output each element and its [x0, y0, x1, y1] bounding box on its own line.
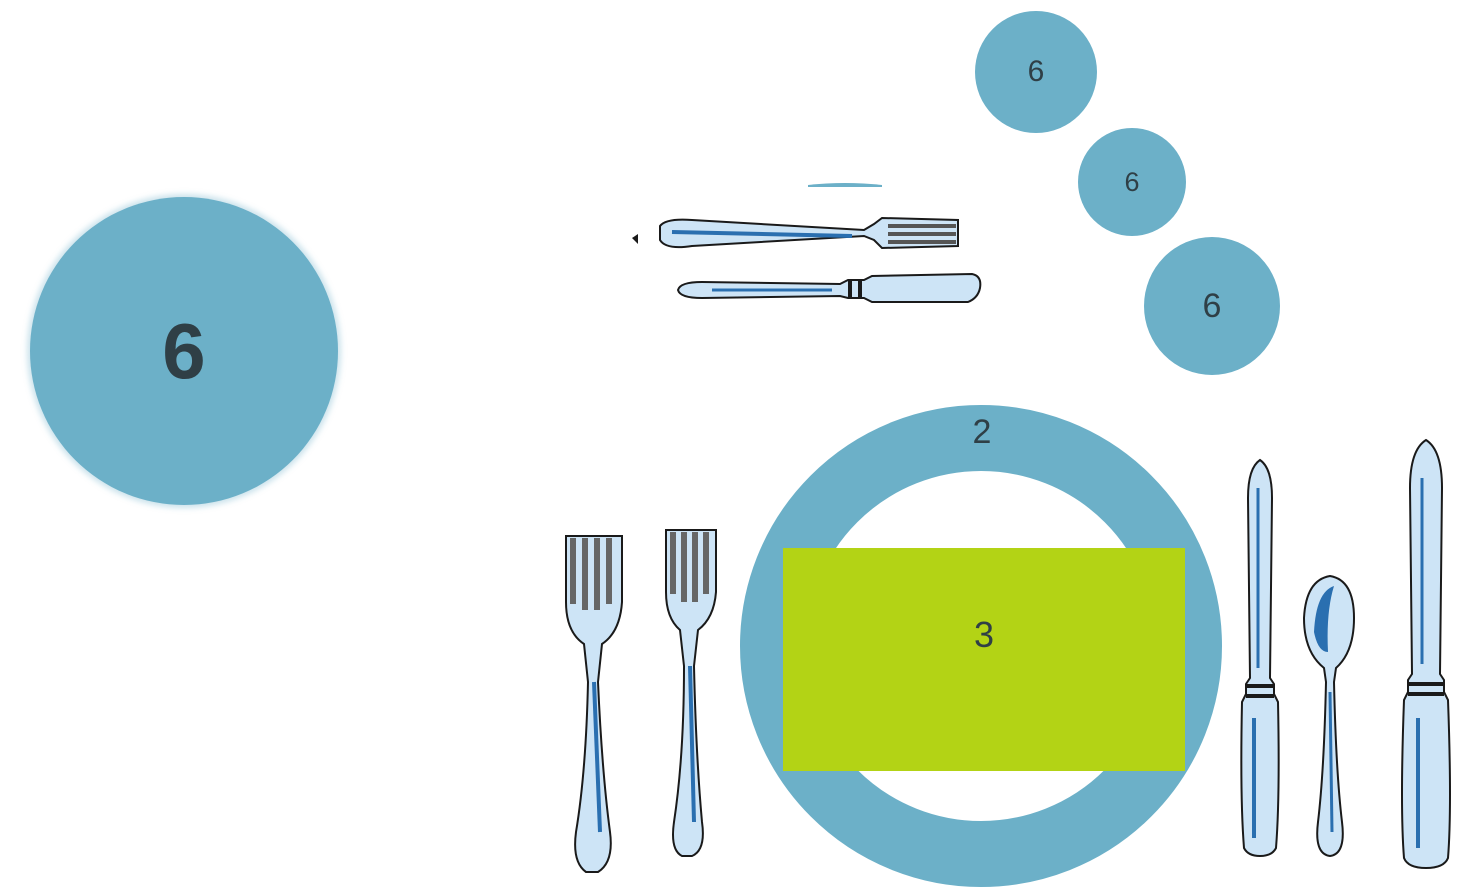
spoon-icon: [1300, 572, 1360, 862]
glass-3: 6: [1144, 237, 1280, 375]
bread-plate: 6: [30, 197, 338, 505]
bread-plate-label: 6: [162, 306, 205, 397]
dinner-knife-icon: [1238, 458, 1282, 860]
dinner-fork-icon: [660, 526, 722, 861]
dessert-knife-icon: [672, 268, 986, 308]
salad-fork-icon: [558, 532, 630, 877]
dinner-plate-label: 2: [962, 413, 1002, 452]
glass-2-label: 6: [1124, 167, 1139, 198]
dessert-fork-icon: [632, 210, 962, 256]
napkin-label: 3: [974, 614, 994, 656]
napkin: 3: [783, 548, 1185, 771]
glass-3-label: 6: [1203, 287, 1222, 326]
dessert-plate-edge: [800, 183, 890, 193]
glass-2: 6: [1078, 128, 1186, 236]
glass-1: 6: [975, 11, 1097, 133]
large-knife-icon: [1396, 438, 1456, 872]
glass-1-label: 6: [1028, 55, 1045, 89]
